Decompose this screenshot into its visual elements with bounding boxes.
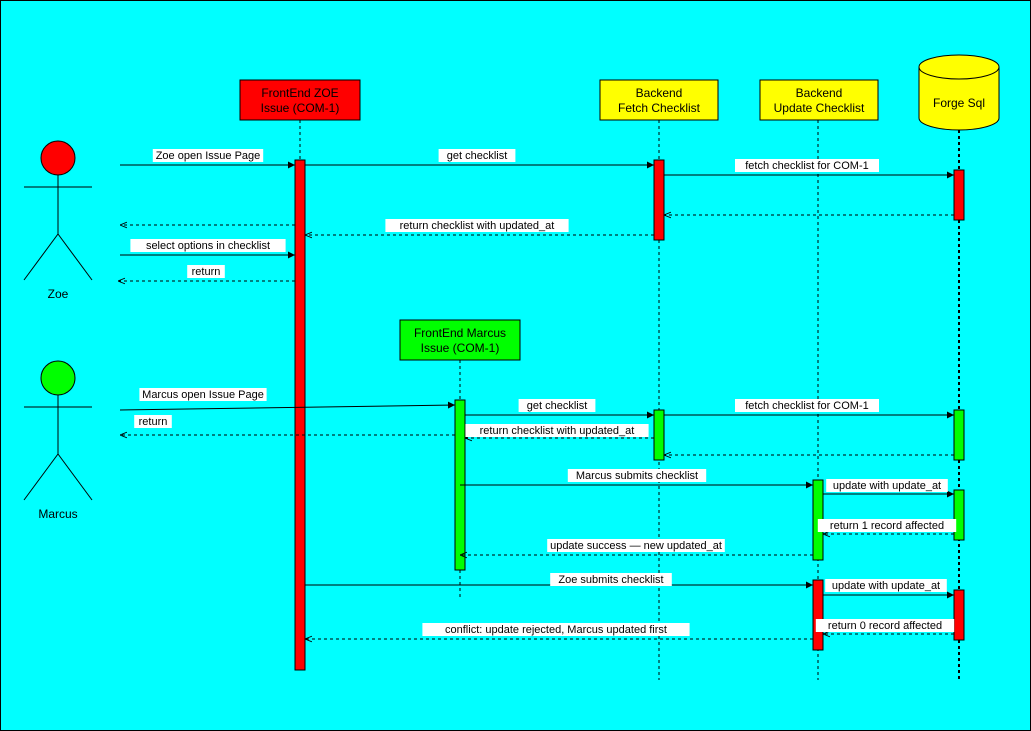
message-label-background — [518, 399, 596, 412]
message-label-background — [547, 539, 725, 552]
message-label: fetch checklist for COM-1 — [745, 400, 868, 412]
participant-backend-fetch-line2: Fetch Checklist — [618, 101, 701, 115]
message-label: conflict: update rejected, Marcus update… — [445, 624, 667, 636]
messages: Zoe open Issue Page get checklist fetch ch… — [118, 149, 957, 639]
message-label: update success — new updated_at — [550, 540, 722, 552]
message-m16[interactable]: Zoe submits checklist — [305, 573, 813, 589]
person-icon — [40, 140, 76, 176]
message-label-background — [815, 619, 955, 632]
message-m04[interactable]: return checklist with updated_at — [305, 219, 654, 235]
activation-forge-sql-zoe-update — [953, 589, 965, 641]
message-m12[interactable]: Marcus submits checklist — [460, 469, 813, 489]
message-label: Zoe open Issue Page — [156, 150, 261, 162]
message-m03[interactable]: fetch checklist for COM-1 — [664, 159, 954, 179]
message-m07[interactable]: Marcus open Issue Page — [119, 388, 456, 411]
message-arrow-line — [119, 401, 456, 411]
message-m14[interactable]: return 1 record affected — [817, 519, 957, 534]
activation-backend-update-zoe — [812, 579, 824, 651]
message-label-background — [130, 239, 286, 252]
activation-forge-sql-marcus-fetch — [953, 409, 965, 461]
activation-backend-fetch-marcus — [653, 409, 665, 461]
message-label-background — [735, 399, 879, 412]
message-label-background — [567, 469, 707, 482]
participant-backend-fetch[interactable]: Backend Fetch Checklist — [599, 79, 719, 121]
message-label: return 1 record affected — [830, 520, 944, 532]
participant-forge-sql[interactable]: Forge Sql — [918, 54, 1000, 131]
message-label-background — [817, 519, 957, 532]
participant-frontend-marcus-line2: Issue (COM-1) — [421, 341, 500, 355]
participant-backend-update[interactable]: Backend Update Checklist — [759, 79, 879, 121]
participant-frontend-zoe-line1: FrontEnd ZOE — [261, 86, 338, 100]
activation-forge-sql-marcus-update — [953, 489, 965, 541]
activation-backend-fetch-zoe — [653, 159, 665, 241]
message-label: return — [139, 416, 168, 428]
message-m10[interactable]: return — [120, 415, 455, 435]
database-icon — [918, 67, 1000, 131]
message-label: get checklist — [527, 400, 588, 412]
message-label: update with update_at — [833, 480, 941, 492]
message-m19[interactable]: conflict: update rejected, Marcus update… — [305, 623, 813, 639]
message-label: update with update_at — [832, 580, 940, 592]
message-m11[interactable]: return checklist with updated_at — [465, 424, 654, 438]
actor-marcus[interactable]: Marcus — [23, 360, 93, 521]
message-label-background — [187, 265, 225, 278]
message-label: Marcus open Issue Page — [142, 389, 264, 401]
actor-zoe-label: Zoe — [48, 287, 69, 301]
message-label: return checklist with updated_at — [480, 425, 635, 437]
message-label-background — [550, 573, 672, 586]
message-m05[interactable]: select options in checklist — [120, 239, 295, 259]
message-label: get checklist — [447, 150, 508, 162]
message-label-background — [139, 388, 267, 401]
participant-frontend-marcus-line1: FrontEnd Marcus — [414, 326, 506, 340]
message-label-background — [825, 579, 947, 592]
message-label: fetch checklist for COM-1 — [745, 160, 868, 172]
message-m17[interactable]: update with update_at — [823, 579, 954, 599]
message-label-background — [438, 149, 516, 162]
message-m15[interactable]: update success — new updated_at — [460, 539, 813, 555]
message-m13[interactable]: update with update_at — [823, 479, 954, 498]
participant-backend-fetch-line1: Backend — [636, 86, 683, 100]
message-m09[interactable]: fetch checklist for COM-1 — [664, 399, 954, 419]
participant-frontend-marcus[interactable]: FrontEnd Marcus Issue (COM-1) — [399, 319, 521, 361]
message-label: Marcus submits checklist — [576, 470, 698, 482]
message-label-background — [465, 424, 649, 437]
activation-forge-sql-zoe-fetch — [953, 169, 965, 221]
participant-backend-update-line2: Update Checklist — [774, 101, 865, 115]
message-m06[interactable]: return — [118, 265, 295, 281]
message-label-background — [422, 623, 690, 636]
message-label: return — [192, 266, 221, 278]
message-label-background — [735, 159, 879, 172]
message-m02[interactable]: get checklist — [305, 149, 654, 169]
actor-marcus-label: Marcus — [38, 507, 77, 521]
message-m01[interactable]: Zoe open Issue Page — [120, 149, 295, 169]
message-label: select options in checklist — [146, 240, 270, 252]
person-icon — [40, 360, 76, 396]
message-label: return 0 record affected — [828, 620, 942, 632]
message-label-background — [152, 149, 264, 162]
actor-zoe[interactable]: Zoe — [23, 140, 93, 301]
message-m18[interactable]: return 0 record affected — [815, 619, 955, 634]
message-label-background — [385, 219, 569, 232]
message-m08[interactable]: get checklist — [465, 399, 654, 419]
message-label: Zoe submits checklist — [558, 574, 663, 586]
participant-backend-update-line1: Backend — [796, 86, 843, 100]
participant-frontend-zoe-line2: Issue (COM-1) — [261, 101, 340, 115]
participant-frontend-zoe[interactable]: FrontEnd ZOE Issue (COM-1) — [239, 79, 361, 121]
message-label: return checklist with updated_at — [400, 220, 555, 232]
activation-frontend-zoe — [294, 159, 306, 671]
message-label-background — [826, 479, 948, 492]
message-label-background — [134, 415, 172, 428]
participant-forge-sql-label: Forge Sql — [933, 96, 985, 110]
